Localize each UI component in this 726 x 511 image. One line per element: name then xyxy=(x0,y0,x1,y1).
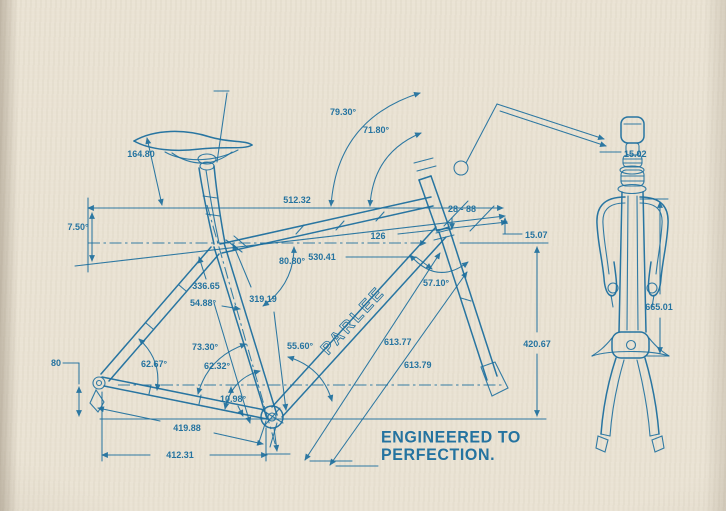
dim-front-center-label: 530.41 xyxy=(308,252,336,262)
dim-chainstay-angle-label: 10.98° xyxy=(220,394,247,404)
handlebar-drops xyxy=(596,196,669,308)
dim-head-tube-range: 28 - 88 xyxy=(443,200,495,232)
dim-top-tube-label: 512.32 xyxy=(283,195,311,205)
dim-seatpost-extension: 319.19 xyxy=(232,243,289,411)
dim-dropout-angle: 62.67° xyxy=(138,338,168,391)
dim-seatpost-extension-label: 319.19 xyxy=(249,294,277,304)
dim-seat-cluster-angle-label: 80.80° xyxy=(279,256,306,266)
dim-fork-axis-b: 613.79 xyxy=(329,271,468,467)
dim-head-angle-outer: 79.30° xyxy=(328,91,421,207)
dim-head-spacing: 126 xyxy=(88,231,427,246)
dim-bar-drop-label: 15.07 xyxy=(525,230,548,240)
dim-front-height-label: 665.01 xyxy=(645,302,673,312)
dim-front-height: 665.01 xyxy=(639,198,673,357)
dim-bb-seat-angle: 73.30° xyxy=(192,342,247,395)
dim-stem-offset: 15.02 xyxy=(599,149,647,159)
dim-chainstay-horizontal-label: 412.31 xyxy=(166,450,194,460)
dim-bb-drop: 80 xyxy=(51,358,82,417)
seat-tube xyxy=(206,204,278,448)
dim-head-angle-inner-label: 71.80° xyxy=(363,125,390,135)
dim-saddle-height: 164.80 xyxy=(127,137,164,206)
steerer-callout xyxy=(453,103,607,176)
dim-frame-height-label: 420.67 xyxy=(523,339,551,349)
frame-logo-text: PARLEE xyxy=(317,282,389,358)
tagline: ENGINEERED TO PERFECTION. xyxy=(381,429,521,464)
dim-rear-triangle-angle-label: 55.60° xyxy=(287,341,314,351)
dim-seat-cluster-angle: 80.80° xyxy=(262,246,306,307)
tagline-line2: PERFECTION. xyxy=(381,446,496,465)
front-view: 15.02 665.01 xyxy=(591,116,673,453)
dim-bb-drop-label: 80 xyxy=(51,358,61,368)
top-tube xyxy=(219,196,434,254)
dim-chainstay-angle: 10.98° xyxy=(220,386,247,417)
dim-head-tube-range-label: 28 - 88 xyxy=(448,204,476,214)
dim-chainstay-diagonal-label: 419.88 xyxy=(173,423,201,433)
bottom-bracket xyxy=(257,405,284,448)
dim-head-spacing-label: 126 xyxy=(370,231,385,241)
dim-top-tube: 512.32 xyxy=(87,195,504,211)
dim-front-center: 530.41 xyxy=(308,252,433,270)
dim-saddle-height-label: 164.80 xyxy=(127,149,155,159)
fork-legs xyxy=(595,357,665,453)
dim-bb-seat-angle-label: 73.30° xyxy=(192,342,219,352)
head-column xyxy=(618,191,647,333)
stem-stack xyxy=(617,116,647,195)
dim-seat-stay-angle-label: 54.88° xyxy=(190,298,217,308)
dim-fork-axis-b-label: 613.79 xyxy=(404,360,432,370)
dim-bb-chainstay-angle: 62.32° xyxy=(204,361,261,410)
dimension-annotations: 164.80 7.50° 512.32 79.30° 71.80° 28 - 8… xyxy=(51,91,551,467)
dim-stem-offset-label: 15.02 xyxy=(624,149,647,159)
dim-head-angle-inner: 71.80° xyxy=(363,125,422,207)
dim-dropout-angle-label: 62.67° xyxy=(141,359,168,369)
fork xyxy=(438,227,509,397)
dim-fork-axis-a-label: 613.77 xyxy=(384,337,412,347)
dim-seat-tube-length-label: 336.65 xyxy=(192,281,220,291)
fork-crown xyxy=(591,331,670,359)
rear-dropout xyxy=(89,376,106,413)
dim-frame-height: 420.67 xyxy=(459,242,551,417)
dim-bar-drop: 15.07 xyxy=(502,217,548,240)
dim-chainstay-horizontal: 412.31 xyxy=(101,450,268,460)
dim-bb-chainstay-angle-label: 62.32° xyxy=(204,361,231,371)
tagline-line1: ENGINEERED TO xyxy=(381,429,521,447)
dim-fork-angle-label: 57.10° xyxy=(423,278,450,288)
dim-seat-angle-label: 7.50° xyxy=(67,222,89,232)
seatpost xyxy=(198,90,230,245)
seat-stay xyxy=(100,246,220,382)
dim-chainstay-diagonal: 419.88 xyxy=(97,406,264,446)
dim-seat-stay-angle: 54.88° xyxy=(190,298,241,311)
dim-head-angle-outer-label: 79.30° xyxy=(330,107,357,117)
